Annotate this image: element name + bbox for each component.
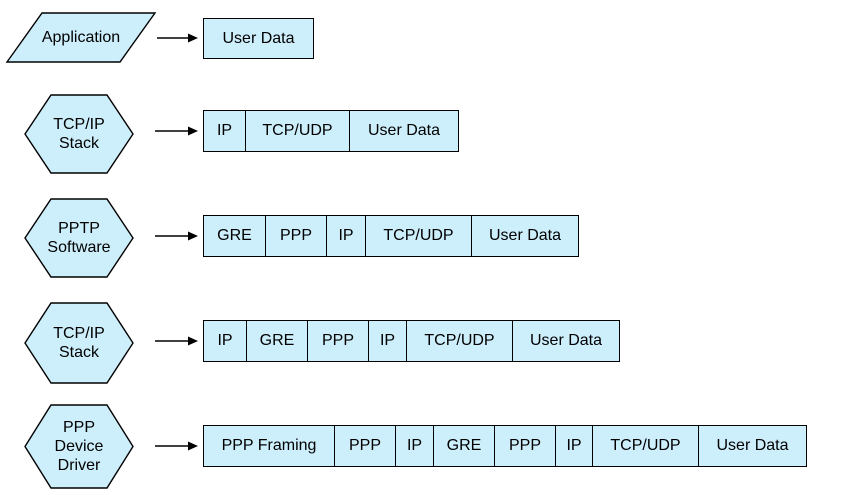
packet-segment[interactable]: User Data [471, 216, 578, 256]
packet-segment[interactable]: TCP/UDP [406, 321, 512, 361]
packet-bar-application: User Data [203, 18, 314, 59]
packet-segment[interactable]: PPP [265, 216, 326, 256]
shape-outline-parallelogram [5, 12, 157, 63]
packet-segment[interactable]: IP [368, 321, 406, 361]
packet-segment[interactable]: PPP [307, 321, 368, 361]
packet-segment[interactable]: User Data [204, 19, 313, 58]
packet-segment[interactable]: GRE [204, 216, 265, 256]
shape-outline-hexagon [24, 198, 134, 278]
packet-segment[interactable]: TCP/UDP [245, 111, 349, 151]
packet-segment[interactable]: IP [555, 426, 592, 466]
packet-segment[interactable]: IP [395, 426, 433, 466]
packet-segment[interactable]: IP [204, 111, 245, 151]
packet-segment[interactable]: GRE [433, 426, 494, 466]
packet-segment[interactable]: PPP [334, 426, 395, 466]
arrow-right-icon-pptp-software [155, 231, 198, 241]
packet-segment[interactable]: TCP/UDP [592, 426, 698, 466]
packet-segment[interactable]: IP [326, 216, 365, 256]
packet-segment[interactable]: PPP [494, 426, 555, 466]
packet-segment[interactable]: User Data [349, 111, 458, 151]
shape-outline-hexagon [24, 302, 134, 384]
shape-outline-hexagon [24, 94, 134, 174]
arrow-right-icon-ppp-device-driver [155, 441, 198, 451]
packet-segment[interactable]: GRE [246, 321, 307, 361]
packet-segment[interactable]: IP [204, 321, 246, 361]
packet-segment[interactable]: User Data [512, 321, 619, 361]
packet-segment[interactable]: User Data [698, 426, 806, 466]
packet-segment[interactable]: TCP/UDP [365, 216, 471, 256]
arrow-right-icon-application [157, 33, 198, 43]
arrow-right-icon-tcpip-stack-1 [155, 126, 198, 136]
arrow-right-icon-tcpip-stack-2 [155, 336, 198, 346]
packet-segment[interactable]: PPP Framing [204, 426, 334, 466]
shape-outline-hexagon [24, 404, 134, 489]
